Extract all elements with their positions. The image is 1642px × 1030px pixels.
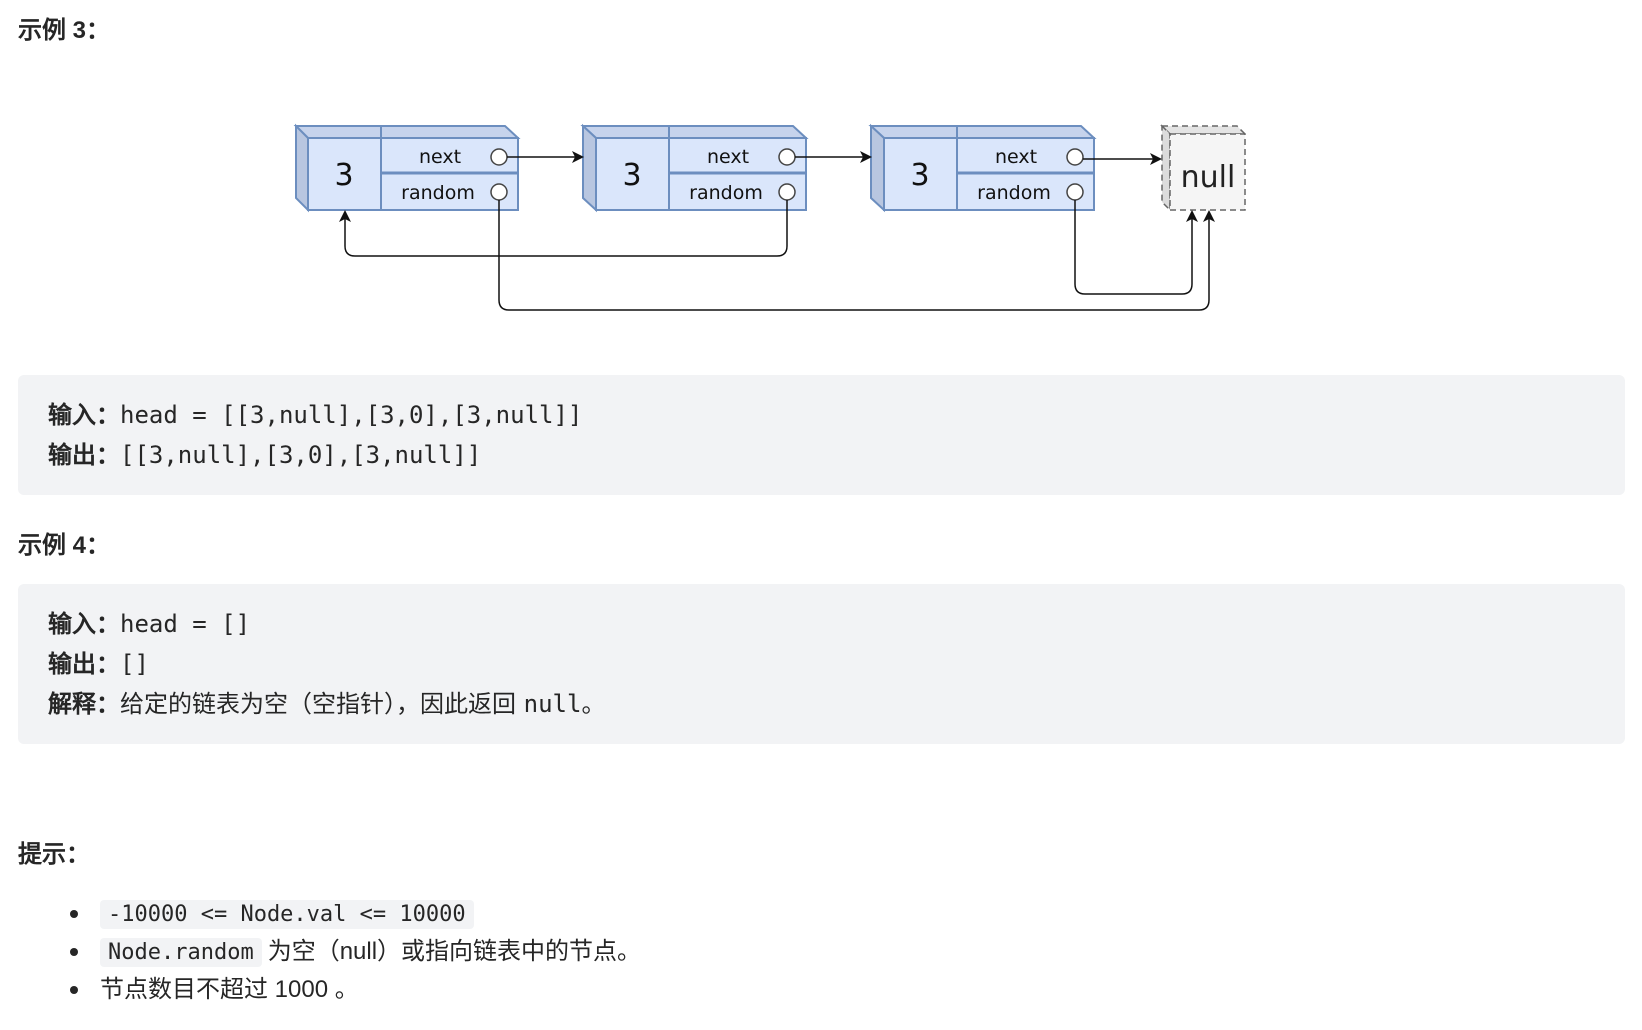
hints-heading: 提示： (18, 841, 90, 868)
node-3-random-label: random (977, 182, 1051, 204)
example-4-explain-line: 解释：给定的链表为空（空指针），因此返回 null。 (48, 684, 1595, 724)
node-1-next-label: next (419, 146, 461, 168)
node-3-next-label: next (995, 146, 1037, 168)
explain-end: 。 (581, 690, 606, 718)
example-3-input-line: 输入：head = [[3,null],[3,0],[3,null]] (48, 395, 1595, 435)
hint-1-code: -10000 <= Node.val <= 10000 (100, 900, 474, 929)
hint-2-text: 为空（null）或指向链表中的节点。 (267, 938, 642, 965)
example-4-heading: 示例 4： (18, 532, 111, 559)
bullet-icon (70, 986, 78, 994)
node-2-value: 3 (622, 158, 641, 193)
input-label: 输入： (48, 610, 120, 638)
node-1-random-label: random (401, 182, 475, 204)
node-2-next-port (778, 148, 796, 166)
list-node-2: 3 next random (580, 123, 809, 213)
node-1-next-port (490, 148, 508, 166)
input-value: head = [[3,null],[3,0],[3,null]] (120, 401, 583, 429)
random-arrow-node3-to-null (1074, 200, 1198, 295)
hint-3-text: 节点数目不超过 1000 。 (100, 976, 359, 1003)
null-terminal: null (1160, 124, 1247, 212)
hint-item-1: -10000 <= Node.val <= 10000 (18, 895, 641, 933)
bullet-icon (70, 948, 78, 956)
node-1-random-port (490, 183, 508, 201)
random-arrow-node1-to-null (498, 200, 1215, 311)
input-label: 输入： (48, 401, 120, 429)
hint-2-code: Node.random (100, 938, 262, 967)
list-node-1: 3 next random (293, 123, 521, 213)
node-1-value: 3 (334, 158, 353, 193)
example-4-output-line: 输出：[] (48, 644, 1595, 684)
node-3-next-port (1066, 148, 1084, 166)
node-3-value: 3 (910, 158, 929, 193)
example-3-heading: 示例 3： (18, 17, 111, 44)
explain-label: 解释： (48, 690, 120, 718)
node-2-next-label: next (707, 146, 749, 168)
random-arrow-node2-to-node1 (339, 200, 788, 257)
bullet-icon (70, 910, 78, 918)
output-value: [] (120, 650, 149, 678)
hint-item-3: 节点数目不超过 1000 。 (18, 971, 641, 1009)
linked-list-diagram: 3 next random 3 next random 3 next rando… (293, 123, 1247, 311)
example-4-code-block: 输入：head = [] 输出：[] 解释：给定的链表为空（空指针），因此返回 … (18, 584, 1625, 744)
list-node-3: 3 next random (868, 123, 1097, 213)
example-3-code-block: 输入：head = [[3,null],[3,0],[3,null]] 输出：[… (18, 375, 1625, 495)
output-label: 输出： (48, 650, 120, 678)
explain-text: 给定的链表为空（空指针），因此返回 (120, 690, 524, 718)
example-4-input-line: 输入：head = [] (48, 604, 1595, 644)
node-3-random-port (1066, 183, 1084, 201)
input-value: head = [] (120, 610, 251, 638)
node-2-random-port (778, 183, 796, 201)
node-2-random-label: random (689, 182, 763, 204)
output-label: 输出： (48, 441, 120, 469)
explain-code: null (523, 690, 582, 718)
null-label: null (1181, 160, 1236, 195)
output-value: [[3,null],[3,0],[3,null]] (120, 441, 482, 469)
example-3-output-line: 输出：[[3,null],[3,0],[3,null]] (48, 435, 1595, 475)
